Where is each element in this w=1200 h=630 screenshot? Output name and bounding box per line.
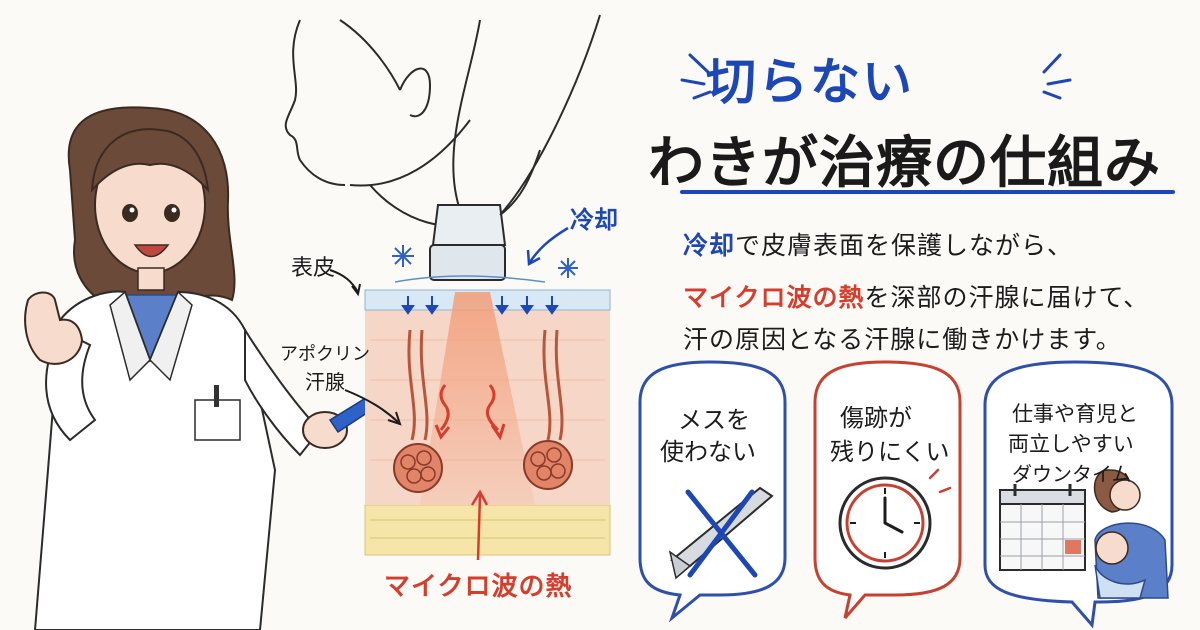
benefit-1-line-1: メスを [678, 406, 750, 434]
calendar-icon [999, 484, 1086, 571]
explanation-line-1-rest: で皮膚表面を保護しながら、 [735, 231, 1074, 260]
benefit-bubble-2 [813, 360, 962, 619]
explanation-line-1: 冷却で皮膚表面を保護しながら、 [683, 226, 1073, 262]
explanation-line-2: マイクロ波の熱を深部の汗腺に届けて、 [683, 278, 1149, 314]
microwave-highlight: マイクロ波の熱 [683, 283, 865, 312]
benefit-3-line-2: 両立しやすい [1008, 432, 1134, 456]
title-emphasis-marks [680, 53, 1072, 100]
sweat-gland-left [393, 329, 443, 493]
mother-and-baby-icon [1093, 469, 1169, 599]
cooling-device-icon [394, 149, 546, 283]
apocrine-arrow [344, 389, 399, 423]
benefit-2-line-1: 傷跡が [840, 404, 912, 432]
clock-icon [838, 468, 952, 570]
crossed-scalpel-icon [668, 486, 774, 580]
doctor-figure [24, 106, 404, 630]
benefit-3-line-1: 仕事や育児と [1012, 402, 1138, 426]
epidermis-label: 表皮 [291, 256, 336, 281]
benefit-3-line-3: ダウンタイム [1012, 462, 1132, 486]
snowflake-icon [392, 245, 578, 278]
sweat-gland-right [523, 329, 573, 490]
title-underline [680, 190, 1175, 194]
cooling-highlight: 冷却 [683, 231, 736, 260]
benefit-2-line-2: 残りにくい [830, 438, 950, 466]
cooling-label: 冷却 [570, 206, 618, 234]
apocrine-label-line-1: アポクリン [280, 344, 370, 365]
patient-profile-drawing [284, 14, 601, 228]
skin-cross-section [364, 289, 611, 561]
benefit-1-line-2: 使わない [660, 438, 756, 466]
title-line-2: わきが治療の仕組み [648, 131, 1161, 196]
apocrine-label-line-2: 汗腺 [305, 370, 345, 394]
title-line-1: 切らない [706, 53, 914, 111]
cooling-arrow [528, 226, 569, 263]
explanation-line-2-rest: を深部の汗腺に届けて、 [864, 283, 1150, 312]
benefit-bubble-3 [983, 360, 1174, 629]
epidermis-arrow [329, 269, 359, 293]
explanation-line-3: 汗の原因となる汗腺に働きかけます。 [683, 325, 1122, 354]
benefit-bubble-1 [638, 360, 787, 623]
microwave-heat-label: マイクロ波の熱 [384, 572, 573, 602]
